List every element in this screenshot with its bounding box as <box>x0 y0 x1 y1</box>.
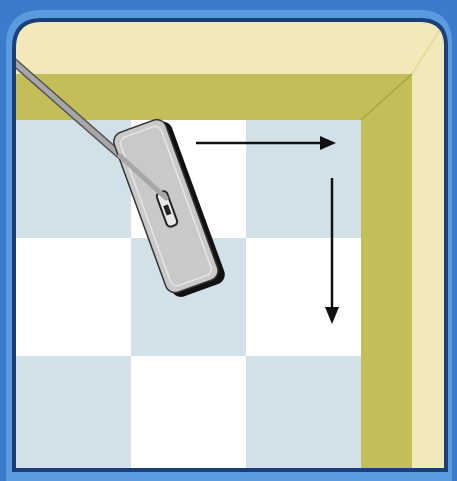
room-interior <box>14 20 446 480</box>
wall-right <box>412 20 446 480</box>
floor-tile <box>14 238 131 356</box>
floor-tile <box>246 356 361 474</box>
floor-tile <box>246 238 361 356</box>
floor-tile <box>14 356 131 474</box>
floor-tile <box>246 120 361 238</box>
baseboard-right <box>361 74 412 480</box>
floor-tile <box>14 120 131 238</box>
floor-tile <box>131 356 246 474</box>
wall-top <box>14 20 446 74</box>
